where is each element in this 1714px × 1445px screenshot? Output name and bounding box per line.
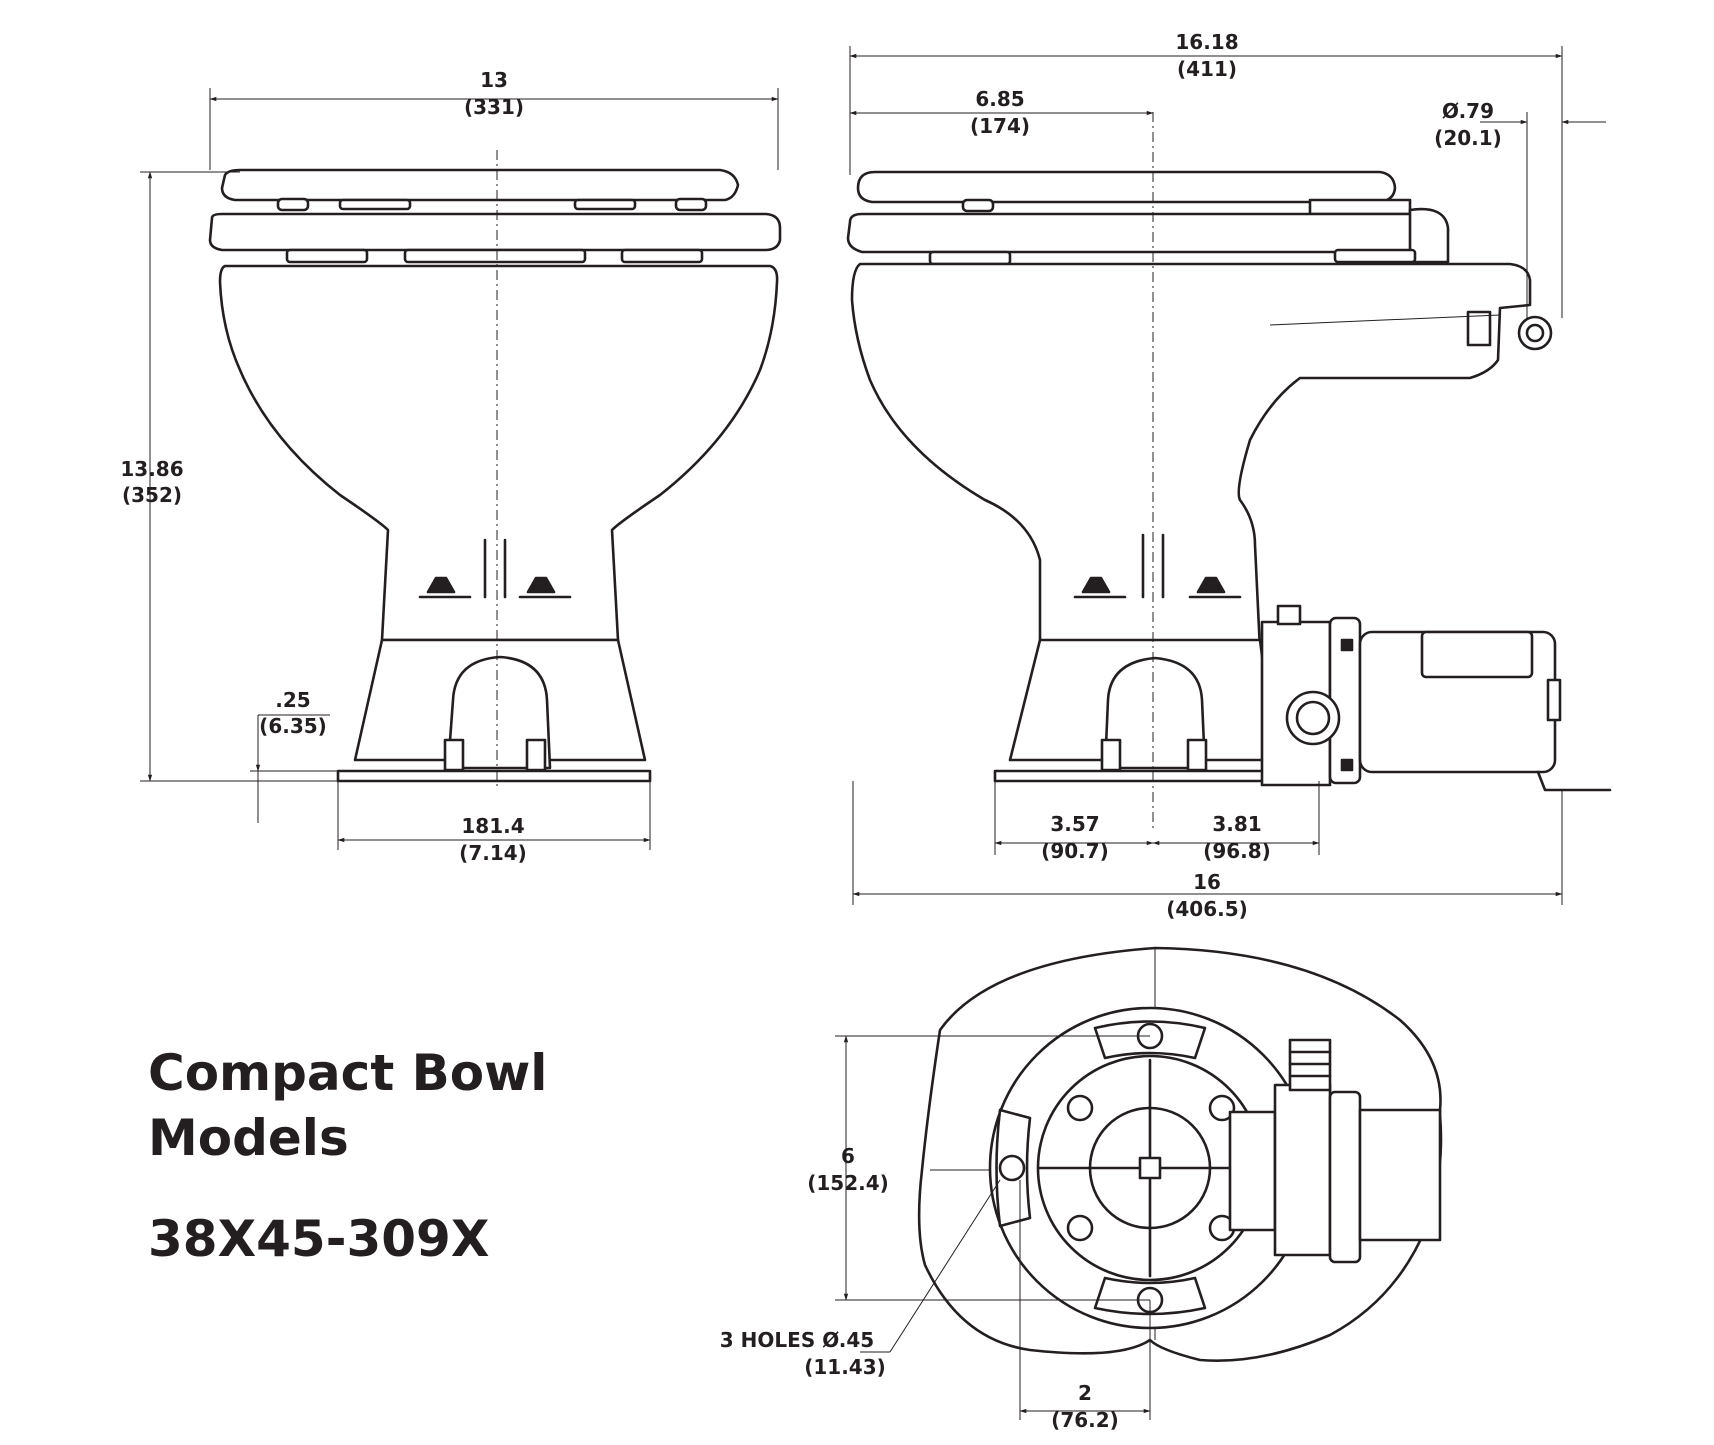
heading-line-2: Models: [148, 1109, 349, 1167]
footprint-view: 6 (152.4) 3 HOLES Ø.45 (11.43) 2 (76.2): [720, 946, 1443, 1432]
front-base-value: 181.4: [461, 814, 524, 838]
footprint-spacing-dimension: 2 (76.2): [1019, 1180, 1151, 1432]
front-height-metric: (352): [122, 483, 182, 507]
side-seat-to-center-dimension: 6.85 (174): [849, 87, 1154, 138]
front-base-metric: (7.14): [459, 841, 527, 865]
footprint-holes-callout: 3 HOLES Ø.45 (11.43): [720, 1179, 1001, 1379]
footprint-depth-metric: (152.4): [807, 1171, 889, 1195]
side-base-dimensions: 3.57 (90.7) 3.81 (96.8): [994, 781, 1320, 863]
footprint-depth-value: 6: [841, 1144, 855, 1168]
side-view: 16.18 (411) 6.85 (174) Ø.79 (20.1) 3.57 …: [846, 30, 1612, 921]
front-base-dimension: 181.4 (7.14): [337, 781, 651, 865]
side-base-rear-value: 3.81: [1212, 812, 1261, 836]
front-offset-metric: (6.35): [259, 714, 327, 738]
front-offset-value: .25: [275, 688, 310, 712]
side-overall-top-metric: (411): [1177, 57, 1237, 81]
side-overall-bottom-value: 16: [1193, 870, 1221, 894]
footprint-spacing-metric: (76.2): [1051, 1408, 1119, 1432]
heading-line-1: Compact Bowl: [148, 1044, 547, 1102]
front-toilet-outline: [208, 168, 782, 783]
side-seat-to-center-metric: (174): [970, 114, 1030, 138]
side-hose-metric: (20.1): [1434, 126, 1502, 150]
model-number: 38X45-309X: [148, 1210, 489, 1268]
side-base-front-metric: (90.7): [1041, 839, 1109, 863]
front-width-value: 13: [480, 68, 508, 92]
footprint-holes-value: 3 HOLES Ø.45: [720, 1328, 874, 1352]
footprint-holes-metric: (11.43): [804, 1355, 886, 1379]
front-width-dimension: 13 (331): [209, 68, 779, 170]
side-overall-top-dimension: 16.18 (411): [849, 30, 1563, 175]
front-offset-dimension: .25 (6.35): [250, 688, 340, 823]
side-hose-dimension: Ø.79 (20.1): [1434, 99, 1606, 318]
footprint-depth-dimension: 6 (152.4): [807, 1035, 1150, 1301]
side-overall-top-value: 16.18: [1175, 30, 1238, 54]
front-width-metric: (331): [464, 95, 524, 119]
footprint-spacing-value: 2: [1078, 1381, 1092, 1405]
side-base-rear-metric: (96.8): [1203, 839, 1271, 863]
side-overall-bottom-dimension: 16 (406.5): [852, 781, 1563, 921]
side-overall-bottom-metric: (406.5): [1166, 897, 1248, 921]
front-height-dimension: 13.86 (352): [120, 171, 340, 782]
side-toilet-outline: [846, 170, 1612, 792]
side-hose-value: Ø.79: [1442, 99, 1494, 123]
heading-block: Compact Bowl Models 38X45-309X: [148, 1044, 547, 1268]
side-base-front-value: 3.57: [1050, 812, 1099, 836]
front-height-value: 13.86: [120, 457, 183, 481]
side-seat-to-center-value: 6.85: [975, 87, 1024, 111]
front-view: 13 (331) 13.86 (352) .25 (6.35) 181.4 (7…: [120, 68, 782, 865]
